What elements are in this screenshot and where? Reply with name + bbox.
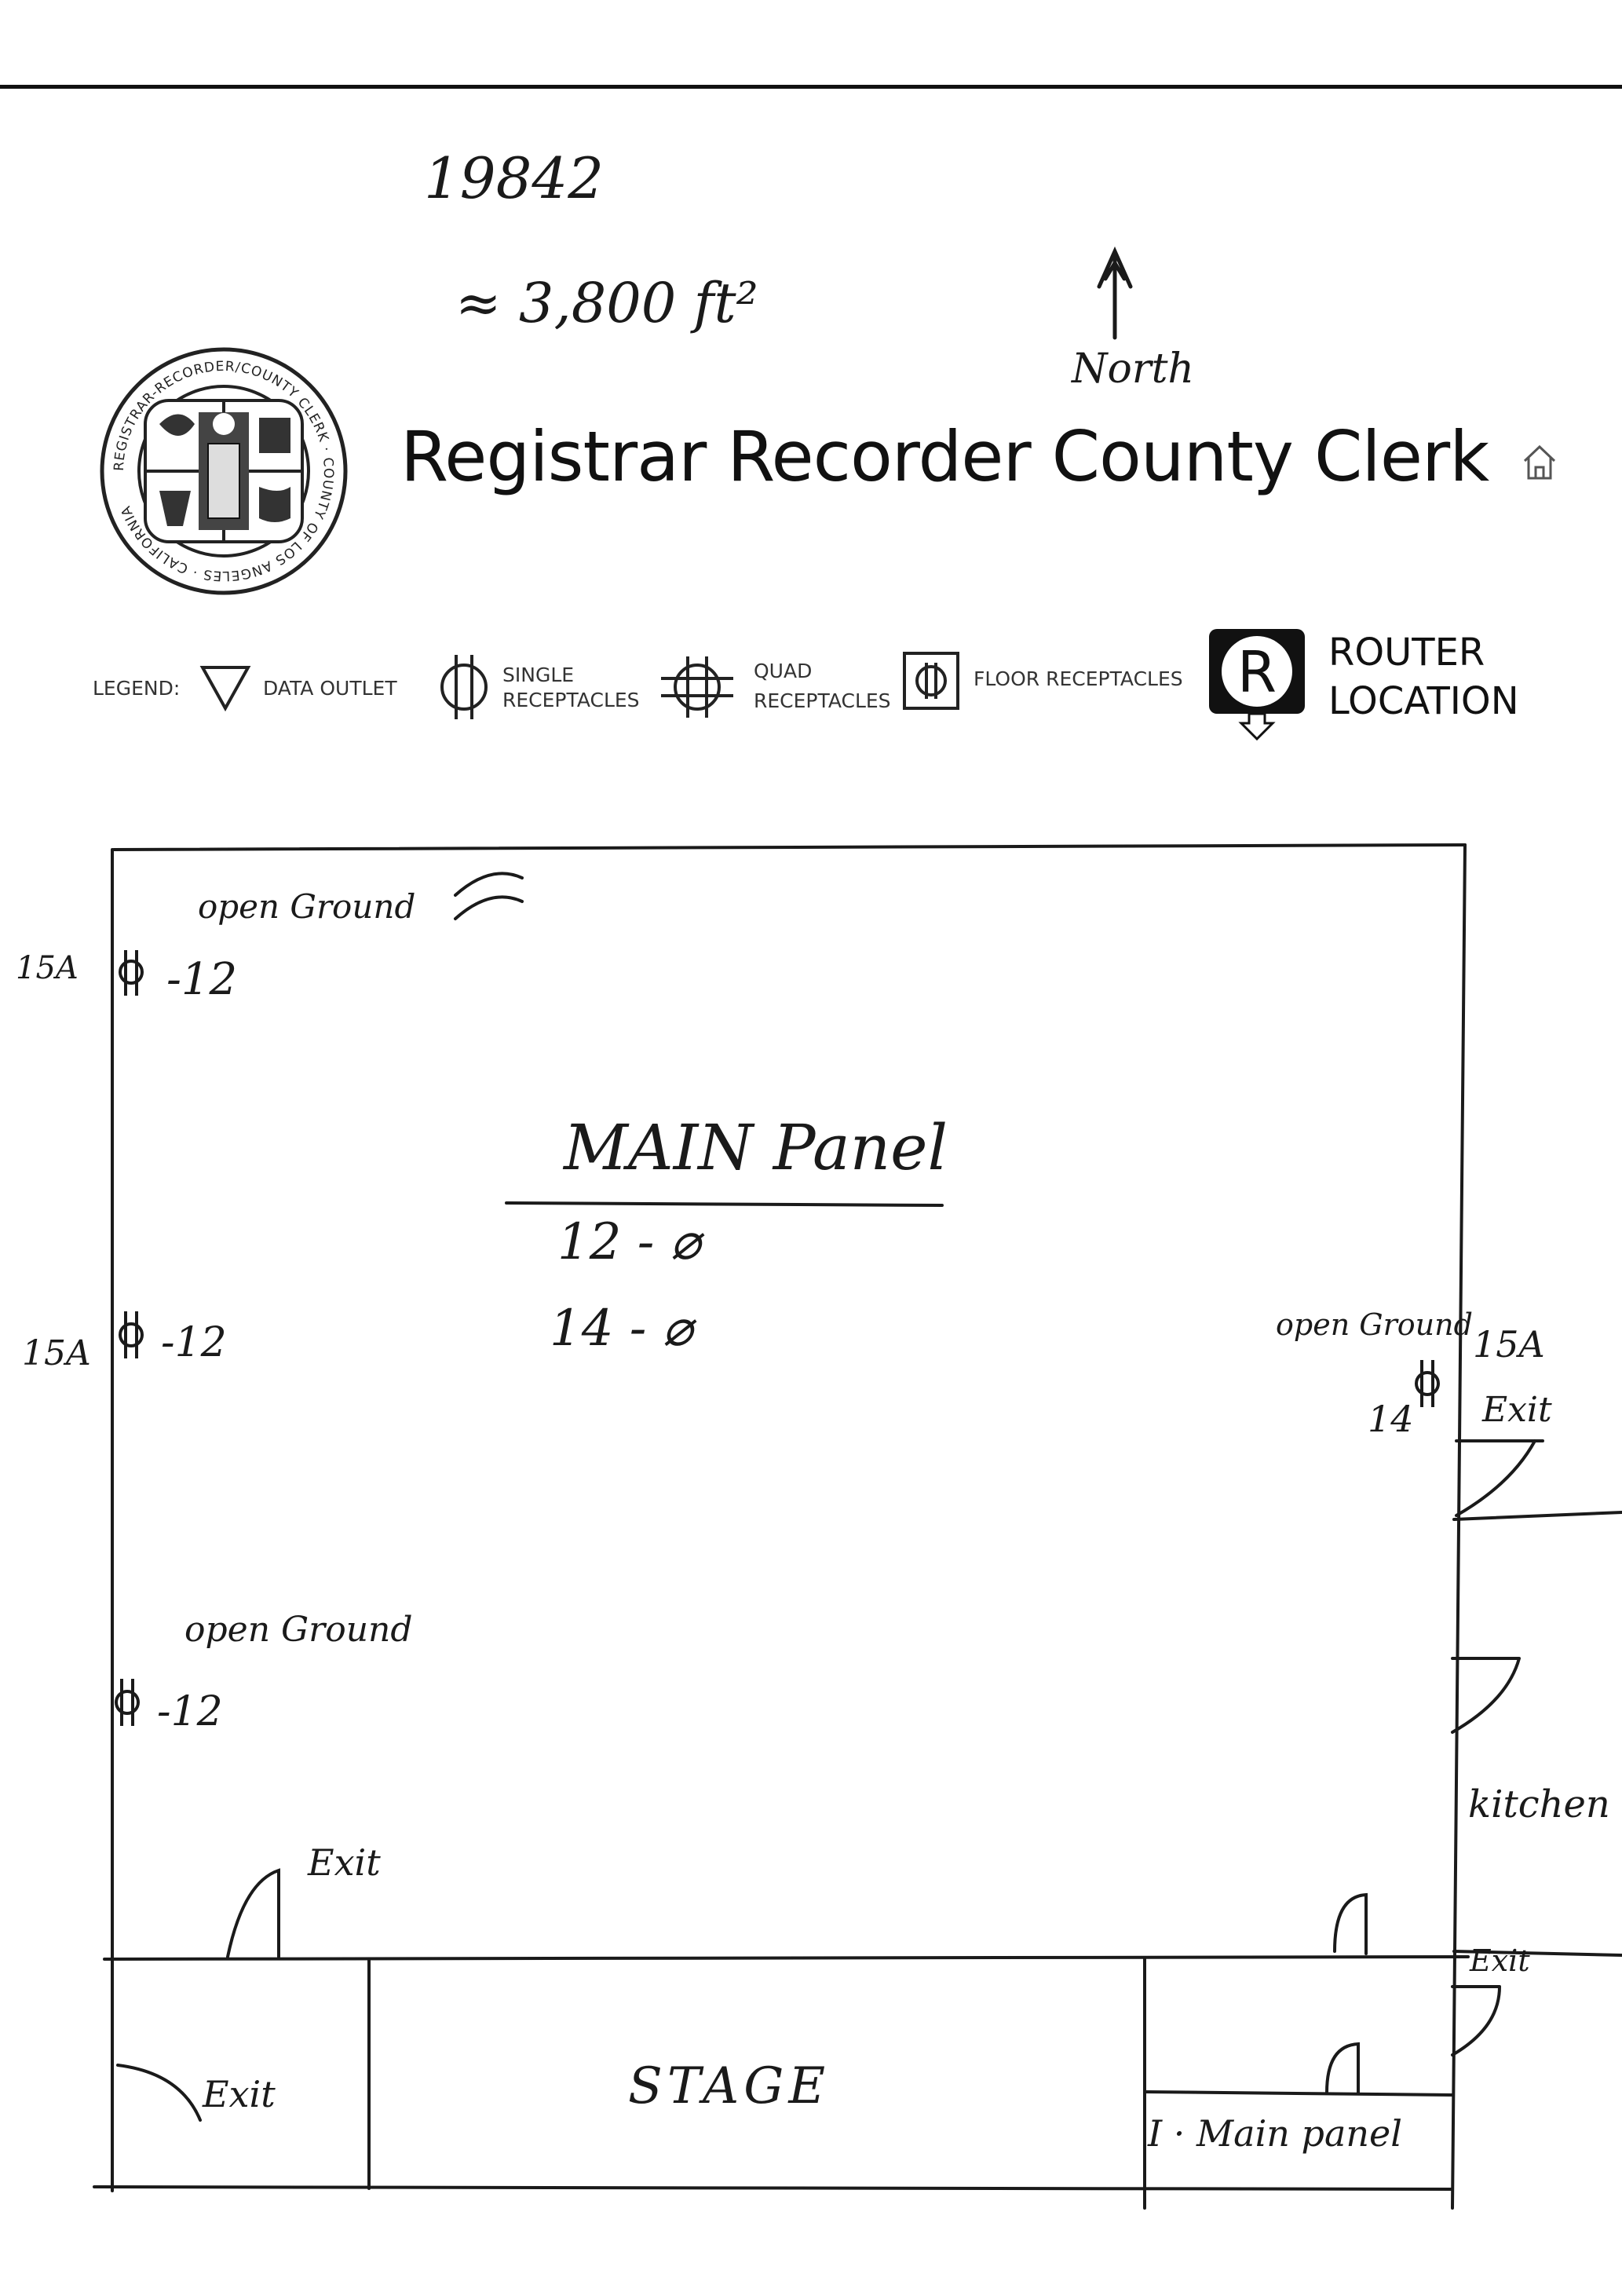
wave-line-2: [454, 895, 524, 920]
outlet-2-count: -12: [161, 1319, 227, 1366]
outlet-1-amp: 15A: [16, 950, 79, 986]
legend-router-line2: LOCATION: [1328, 679, 1519, 723]
exit-label-stage: Exit: [308, 1841, 381, 1884]
outlet-2-amp: 15A: [22, 1333, 91, 1373]
plan-south-wall: [93, 2185, 1454, 2191]
outlet-3-note: open Ground: [184, 1610, 413, 1650]
legend-single-line1: SINGLE: [502, 664, 575, 686]
wall-receptacle-icon: [115, 1679, 140, 1726]
stage-label: STAGE: [628, 2057, 831, 2115]
plan-kitchen-wall-top: [1452, 1511, 1622, 1521]
wall-receptacle-icon: [119, 1311, 144, 1358]
wall-receptacle-icon: [1415, 1360, 1440, 1407]
main-panel-line-2: 14 - ⌀: [550, 1300, 693, 1358]
legend-quad-line1: QUAD: [754, 660, 813, 682]
door-swing-exit-east: [1455, 1439, 1544, 1517]
kitchen-label: kitchen: [1468, 1782, 1610, 1826]
outlet-3-count: -12: [157, 1688, 223, 1735]
page-top-border: [0, 85, 1622, 89]
exit-label-southwest: Exit: [203, 2073, 276, 2115]
main-panel-underline: [505, 1201, 944, 1207]
plan-stage-line: [103, 1955, 1470, 1961]
wave-line-1: [454, 872, 524, 897]
outlet-4-count: 14: [1368, 1398, 1414, 1440]
main-panel-room-label: I · Main panel: [1148, 2112, 1402, 2155]
north-arrow-icon: [1097, 246, 1133, 340]
handwritten-north: North: [1072, 345, 1195, 393]
floor-receptacle-icon: [903, 652, 959, 710]
handwritten-number: 19842: [424, 145, 605, 211]
wall-receptacle-icon: [119, 950, 144, 996]
plan-room-divider: [1143, 2090, 1454, 2097]
main-panel-line-1: 12 - ⌀: [557, 1213, 701, 1271]
page-title: Registrar Recorder County Clerk: [400, 416, 1489, 497]
quad-receptacle-icon: [661, 656, 733, 718]
outlet-1-note: open Ground: [198, 887, 416, 926]
main-panel-heading: MAIN Panel: [564, 1111, 948, 1184]
door-swing-stage-right: [1333, 1892, 1368, 1955]
plan-east-wall: [1451, 843, 1467, 2210]
single-receptacle-icon: [440, 655, 488, 719]
exit-label-southeast: Exit: [1470, 1943, 1530, 1978]
legend-data-outlet: DATA OUTLET: [263, 677, 397, 700]
outlet-4-amp: 15A: [1473, 1323, 1545, 1366]
door-swing-panel-room: [1325, 2042, 1360, 2094]
legend-label: LEGEND:: [93, 677, 181, 700]
door-swing-exit-nw-stage: [226, 1868, 280, 1958]
handwritten-area: ≈ 3,800 ft²: [455, 271, 758, 335]
legend-router-line1: ROUTER: [1328, 631, 1485, 675]
legend-quad-line2: RECEPTACLES: [754, 689, 891, 712]
router-location-icon: R: [1209, 629, 1305, 741]
exit-label-east: Exit: [1482, 1390, 1552, 1430]
legend-single-line2: RECEPTACLES: [502, 689, 640, 711]
data-outlet-icon: [199, 666, 251, 712]
plan-kitchen-wall-bottom: [1452, 1950, 1622, 1957]
home-icon[interactable]: [1522, 444, 1558, 481]
outlet-4-note: open Ground: [1276, 1307, 1473, 1342]
router-letter: R: [1237, 639, 1277, 705]
door-swing-exit-sw: [116, 2064, 202, 2122]
floor-plan: [93, 843, 1622, 2210]
door-swing-kitchen: [1451, 1657, 1521, 1734]
outlet-1-count: -12: [166, 954, 238, 1005]
legend-floor: FLOOR RECEPTACLES: [974, 667, 1183, 690]
county-seal-logo: REGISTRAR-RECORDER/COUNTY CLERK · COUNTY…: [100, 347, 348, 595]
plan-north-wall: [112, 843, 1467, 851]
legend-router-label: ROUTER LOCATION: [1328, 628, 1519, 726]
door-swing-exit-se: [1451, 1985, 1501, 2057]
